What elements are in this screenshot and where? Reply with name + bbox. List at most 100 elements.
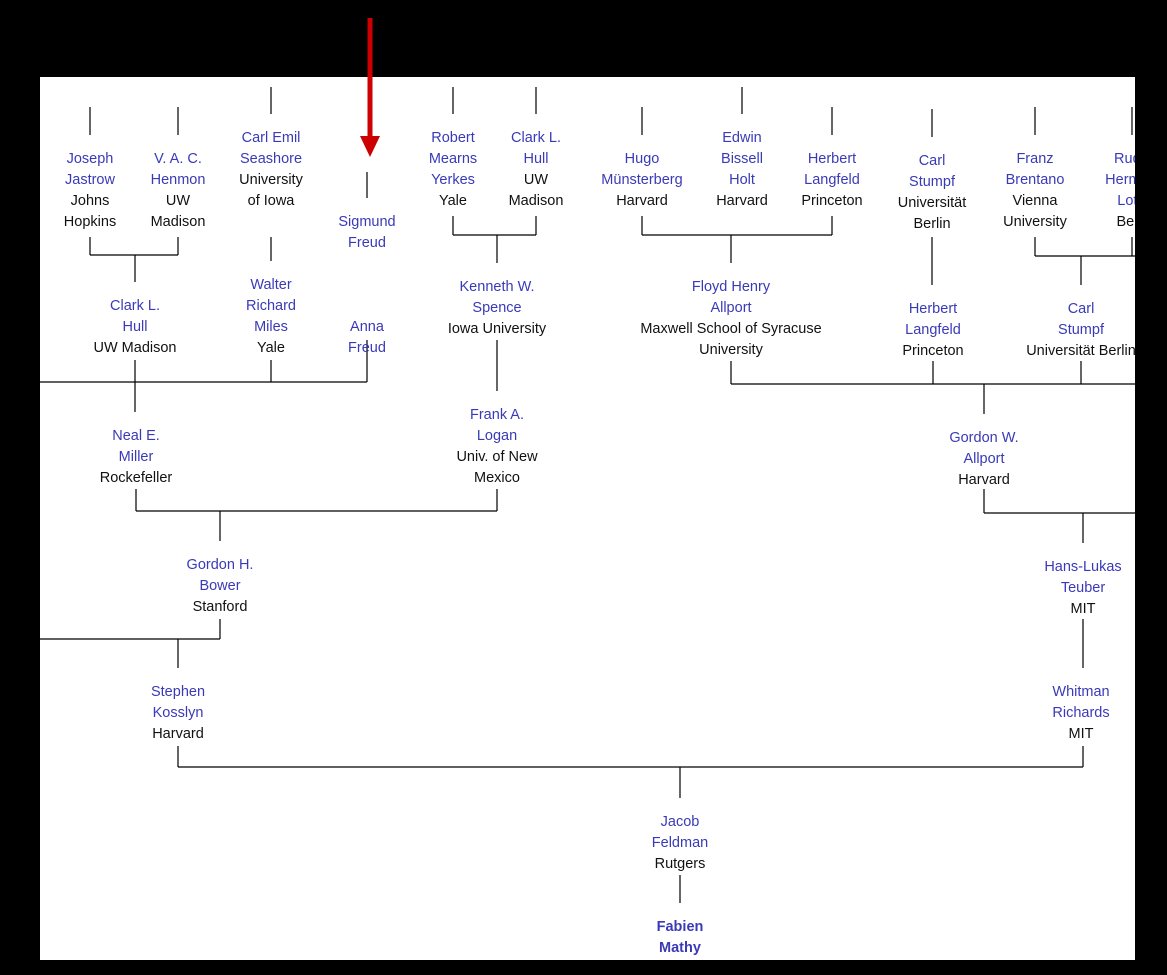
institution-line: of Iowa [247,193,295,209]
person-name-line[interactable]: V. A. C. [154,151,202,167]
institution-line: Madison [150,214,206,230]
person-name-line[interactable]: Miller [118,449,154,465]
institution-line: Iowa University [447,321,547,337]
person-name-line[interactable]: Edwin [722,130,762,146]
institution-line: UW [523,172,549,188]
person-name-line[interactable]: Carl [918,153,946,169]
person-name-line[interactable]: Münsterberg [601,172,683,188]
person-name-line[interactable]: Herbert [908,301,958,317]
person-name-line[interactable]: Robert [431,130,475,146]
person-name-line[interactable]: Stumpf [909,174,955,190]
person-name-line[interactable]: Walter [250,277,292,293]
institution-line: Stanford [192,599,248,615]
person-name-line[interactable]: Freud [348,235,386,251]
person-name-line[interactable]: Logan [476,428,518,444]
person-name-line[interactable]: Langfeld [905,322,961,338]
person-name-line[interactable]: Carl Emil [241,130,301,146]
person-name-line[interactable]: Hull [122,319,148,335]
person-name-line[interactable]: Neal E. [112,428,160,444]
person-name-line[interactable]: Brentano [1005,172,1065,188]
person-name-line[interactable]: Bissell [721,151,763,167]
person-name-line[interactable]: Holt [729,172,755,188]
person-name-line[interactable]: Sigmund [338,214,396,230]
person-name-line[interactable]: Hull [523,151,549,167]
person-name-line[interactable]: Hermann [1105,172,1135,188]
person-name-line[interactable]: Jacob [660,814,700,830]
person-name-line[interactable]: Joseph [66,151,114,167]
person-name-line[interactable]: Fabien [656,919,704,935]
institution-line: Hopkins [63,214,117,230]
person-name-line[interactable]: Freud [348,340,386,356]
person-name-line[interactable]: Gordon W. [949,430,1019,446]
person-name-line[interactable]: Feldman [651,835,709,851]
person-name-line[interactable]: Mathy [659,940,701,956]
person-name-line[interactable]: Kosslyn [152,705,204,721]
person-name-line[interactable]: Spence [472,300,522,316]
institution-line: Universität [897,195,967,211]
person-name-line[interactable]: Lotze [1117,193,1135,209]
person-name-line[interactable]: Stumpf [1058,322,1104,338]
person-name-line[interactable]: Herbert [807,151,857,167]
node-rudolf-hermann-lotze[interactable]: RudolfHermannLotzeBerlin [1105,149,1135,233]
person-name-line[interactable]: Carl [1067,301,1095,317]
person-name-line[interactable]: Allport [710,300,752,316]
person-name-line[interactable]: Gordon H. [186,557,254,573]
person-name-line[interactable]: Clark L. [511,130,561,146]
person-name-line[interactable]: Miles [254,319,288,335]
person-name-line[interactable]: Floyd Henry [691,279,771,295]
person-name-line[interactable]: Jastrow [65,172,115,188]
person-name-line[interactable]: Teuber [1060,580,1106,596]
institution-line: Johns [70,193,110,209]
person-name-line[interactable]: Seashore [239,151,303,167]
person-name-line[interactable]: Whitman [1052,684,1110,700]
institution-line: Berlin [913,216,951,232]
person-name-line[interactable]: Richards [1052,705,1110,721]
person-name-line[interactable]: Kenneth W. [459,279,535,295]
institution-line: Rockefeller [99,470,173,486]
person-name-line[interactable]: Clark L. [110,298,160,314]
person-name-line[interactable]: Allport [963,451,1005,467]
person-name-line[interactable]: Franz [1016,151,1054,167]
institution-line: Princeton [801,193,863,209]
person-name-line[interactable]: Langfeld [804,172,860,188]
person-name-line[interactable]: Henmon [150,172,206,188]
institution-line: Harvard [616,193,668,209]
person-name-line[interactable]: Bower [199,578,241,594]
person-name-line[interactable]: Hans-Lukas [1044,559,1122,575]
person-name-line[interactable]: Stephen [150,684,206,700]
person-name-line[interactable]: Anna [350,319,384,335]
person-name-line[interactable]: Hugo [624,151,660,167]
person-name-line[interactable]: Frank A. [470,407,524,423]
person-name-line[interactable]: Rudolf [1114,151,1135,167]
person-name-line[interactable]: Yerkes [431,172,475,188]
person-name-line[interactable]: Richard [246,298,296,314]
person-name-line[interactable]: Mearns [428,151,478,167]
